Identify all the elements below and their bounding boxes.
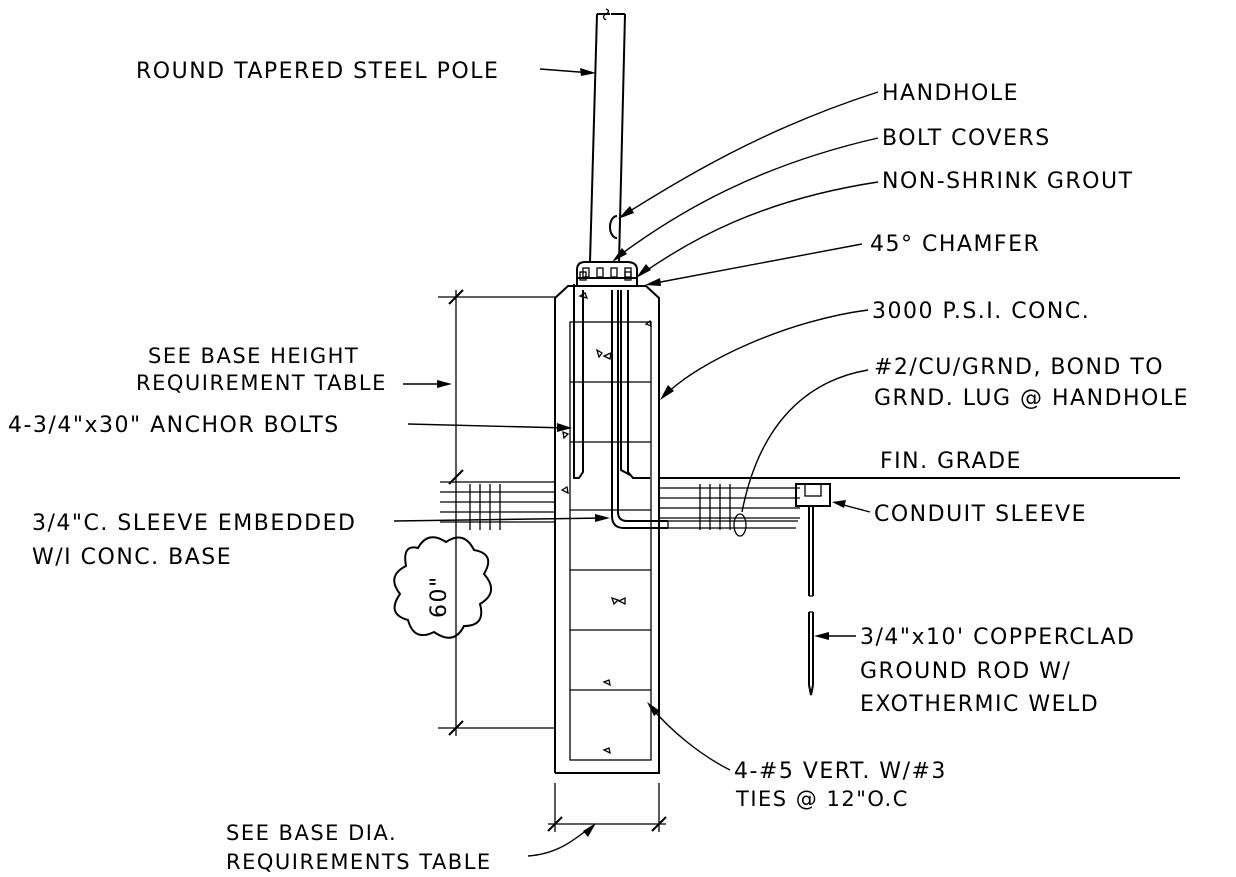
label-handhole: HANDHOLE [882, 81, 1019, 106]
label-ground-rod-3: EXOTHERMIC WELD [860, 692, 1099, 717]
concrete-base [554, 285, 660, 774]
leader-lines [393, 68, 879, 857]
label-sleeve-2: W/I CONC. BASE [32, 545, 232, 570]
label-base-height-2: REQUIREMENT TABLE [136, 371, 387, 395]
steel-pole [589, 8, 626, 263]
label-rebar-1: 4-#5 VERT. W/#3 [734, 759, 947, 784]
label-conduit-sleeve: CONDUIT SLEEVE [874, 502, 1087, 527]
label-ground-rod-1: 3/4"x10' COPPERCLAD [860, 625, 1136, 650]
label-concrete: 3000 P.S.I. CONC. [872, 299, 1090, 324]
anchor-bolts [573, 271, 650, 479]
label-ground-rod-2: GROUND ROD W/ [860, 659, 1071, 684]
label-base-dia-1: SEE BASE DIA. [226, 821, 397, 845]
ground-rod [808, 506, 814, 696]
label-sleeve-1: 3/4"C. SLEEVE EMBEDDED [32, 511, 356, 536]
label-base-dia-2: REQUIREMENTS TABLE [226, 850, 492, 874]
label-grout: NON-SHRINK GROUT [882, 169, 1134, 194]
label-pole: ROUND TAPERED STEEL POLE [136, 59, 499, 84]
label-ground-wire-2: GRND. LUG @ HANDHOLE [874, 386, 1189, 411]
label-rebar-2: TIES @ 12"O.C [735, 787, 909, 811]
height-dimension [438, 289, 555, 736]
label-anchor-bolts: 4-3/4"x30" ANCHOR BOLTS [8, 413, 340, 438]
conduit-sleeve [795, 483, 831, 507]
depth-label: 60" [427, 575, 452, 618]
diameter-dimension [547, 783, 667, 832]
label-fin-grade: FIN. GRADE [880, 449, 1022, 474]
handhole-shape [609, 215, 618, 239]
label-chamfer: 45° CHAMFER [870, 232, 1040, 257]
finish-grade [440, 477, 1180, 530]
label-base-height-1: SEE BASE HEIGHT [148, 344, 359, 368]
depth-revision-cloud: 60" [393, 536, 492, 639]
label-ground-wire-1: #2/CU/GRND, BOND TO [874, 355, 1164, 380]
conduit-run [668, 513, 798, 537]
embedded-sleeve [611, 290, 669, 529]
label-bolt-covers: BOLT COVERS [882, 126, 1051, 151]
